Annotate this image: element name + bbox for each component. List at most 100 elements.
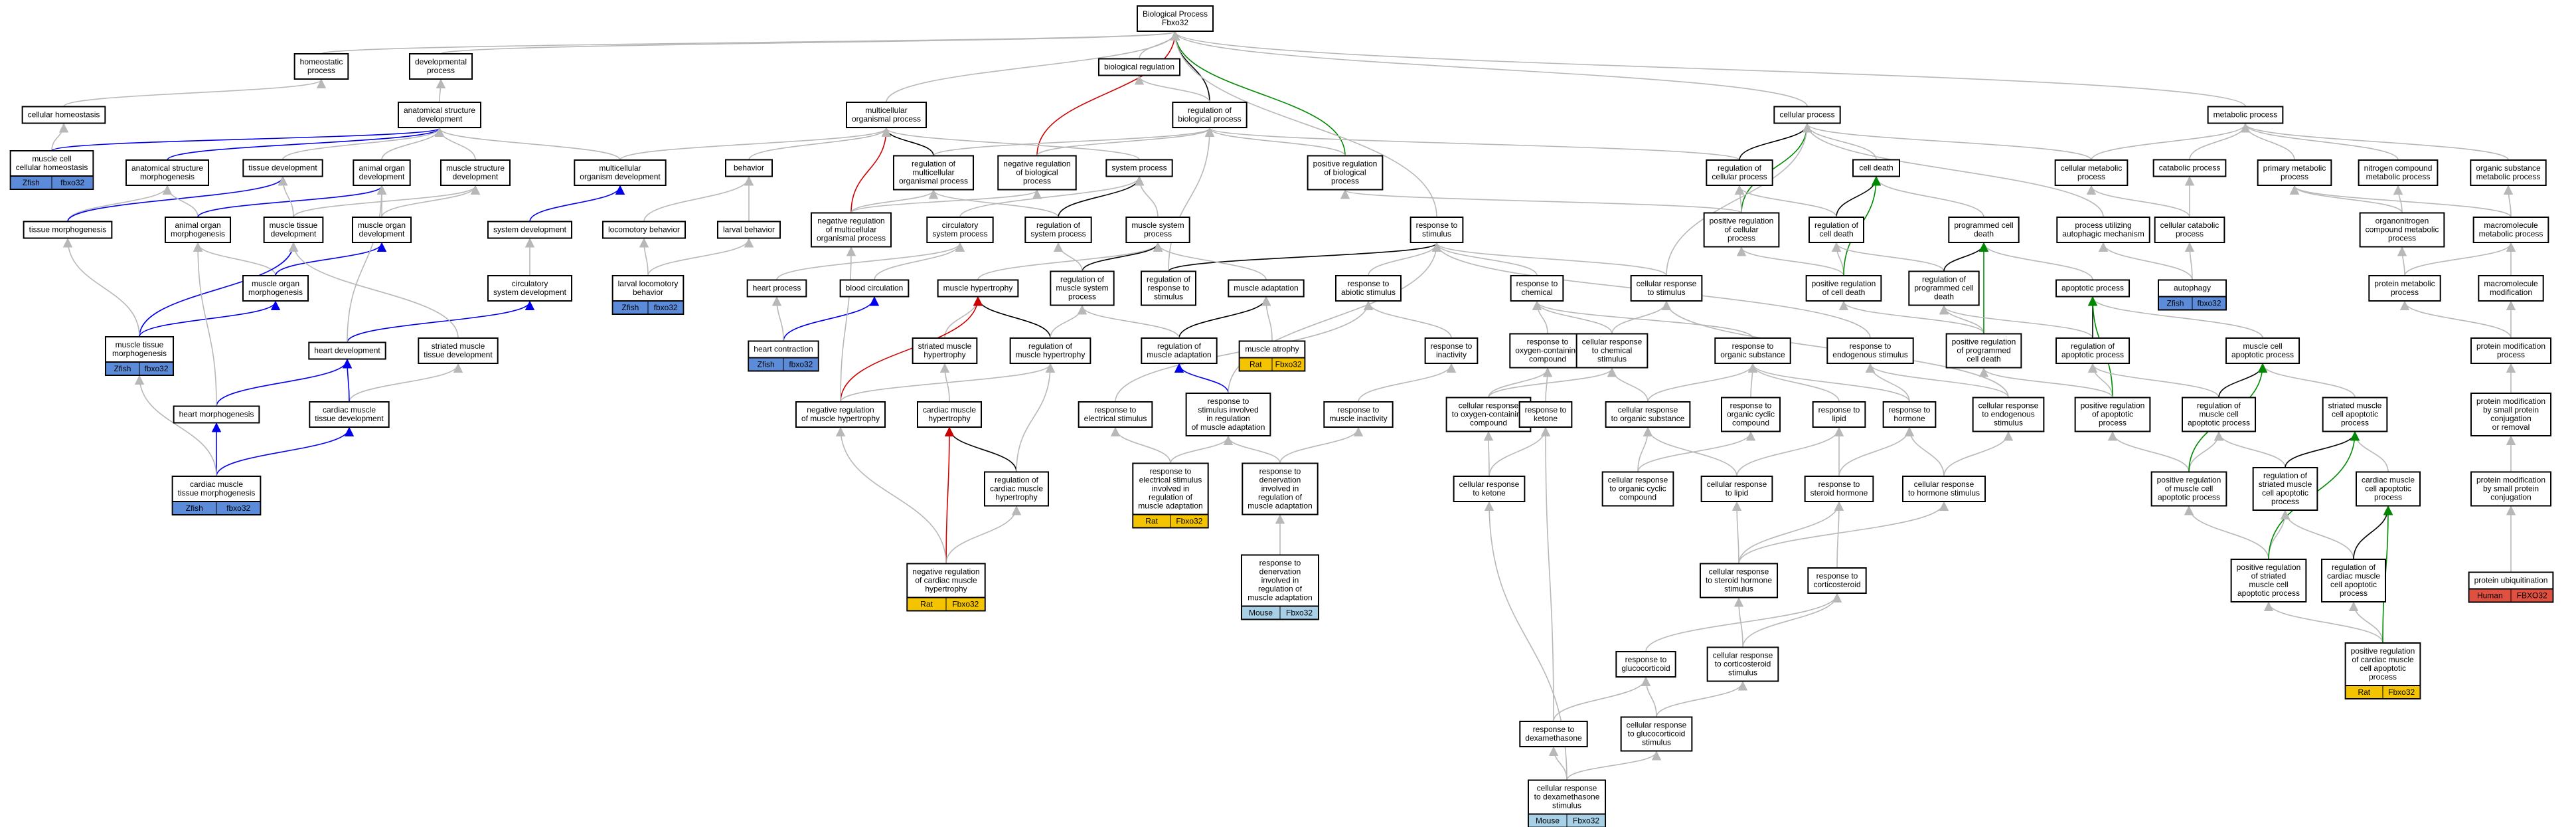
node-box	[1140, 270, 1197, 306]
node-label-line: to corticosteroid	[1715, 660, 1771, 669]
node-label-line: cell death	[1819, 229, 1853, 238]
node-label-line: catabolic process	[2159, 163, 2221, 173]
node-label-line: cellular metabolic	[2061, 163, 2123, 173]
node-label-line: process	[2391, 288, 2419, 297]
node-box	[1509, 333, 1586, 369]
node-label-line: cardiac muscle	[923, 405, 976, 414]
gene-symbol: fbxo32	[226, 504, 250, 513]
node-label-line: process	[307, 66, 335, 75]
node-box	[2055, 279, 2131, 298]
node-label-line: multicellular	[912, 168, 954, 177]
edge-is-a	[1532, 300, 1613, 334]
edge-is-a	[1016, 363, 1056, 472]
edge-is-a	[776, 242, 965, 280]
node-label-line: response to	[1095, 405, 1137, 414]
edge-is-a	[1734, 185, 1745, 213]
node-box	[2154, 217, 2225, 243]
edge-is-a	[1566, 751, 1662, 781]
node-label-line: tissue morphogenesis	[29, 225, 107, 234]
node-label-line: positive regulation	[2157, 476, 2221, 485]
node-label-line: multicellular	[599, 163, 641, 173]
node-box	[1808, 217, 1865, 243]
node-label-line: process	[1023, 177, 1051, 186]
node-label-line: regulation of	[1149, 493, 1193, 502]
node-label-line: response to	[1889, 405, 1931, 414]
edge-part-of	[529, 185, 625, 222]
node-label-line: tissue development	[315, 414, 384, 423]
node-label-line: muscle organ	[358, 221, 406, 230]
node-label-line: involved in	[1261, 576, 1299, 585]
node-label-line: organismal process	[852, 114, 921, 124]
node-label-line: response to	[1516, 279, 1558, 288]
node-box	[1445, 397, 1532, 432]
node-label-line: denervation	[1259, 567, 1301, 577]
node-label-line: stimulus	[1422, 229, 1451, 238]
edge-is-a	[1939, 305, 1984, 334]
node-label-line: response to	[1150, 467, 1192, 476]
edge-is-a	[771, 296, 784, 341]
node-label-line: apoptotic process	[2158, 493, 2220, 502]
go-term-node: heart development	[308, 341, 386, 360]
node-box	[2225, 337, 2300, 364]
node-box	[2470, 471, 2552, 507]
node-box	[164, 217, 232, 243]
edge-part-of	[167, 127, 444, 161]
edge-is-a	[193, 242, 217, 407]
node-box	[602, 221, 686, 239]
edge-is-a	[1865, 363, 2009, 398]
node-label-line: regulation of	[912, 159, 956, 169]
edge-regulates	[2353, 505, 2393, 560]
node-label-line: of cellular	[1724, 225, 1758, 234]
edge-is-a	[1803, 123, 2092, 161]
node-box	[1805, 275, 1882, 302]
gene-symbol: Fbxo32	[1275, 360, 1302, 369]
edge-is-a	[1077, 305, 1180, 339]
edge-is-a	[2399, 300, 2512, 339]
node-label-line: tissue development	[248, 163, 317, 173]
edge-is-a	[440, 31, 1180, 54]
node-label-line: cell death	[1859, 163, 1893, 173]
edge-is-a	[2240, 123, 2295, 161]
node-label-line: striated muscle	[432, 341, 485, 351]
node-box	[1908, 270, 1980, 306]
edge-is-a	[1532, 300, 1753, 339]
species-name: Zfish	[2166, 299, 2184, 308]
edge-is-a	[850, 189, 1042, 214]
edge-regulates	[973, 296, 1051, 339]
edge-is-a	[1279, 426, 1364, 464]
edge-is-a	[1261, 296, 1273, 341]
edge-is-a	[2503, 185, 2514, 218]
node-label-line: compound metabolic	[2366, 225, 2439, 234]
node-label-line: Fbxo32	[1162, 18, 1188, 27]
node-label-line: process	[2176, 229, 2204, 238]
edge-regulates	[1082, 242, 1163, 272]
node-label-line: Biological Process	[1143, 9, 1208, 19]
edge-is-a	[959, 176, 1145, 218]
node-box	[1078, 401, 1153, 428]
node-box	[2472, 217, 2549, 243]
edge-is-a	[840, 246, 856, 403]
node-box	[125, 159, 210, 186]
edge-is-a	[1548, 746, 1568, 781]
node-label-line: negative regulation	[1003, 159, 1070, 169]
edge-part-of	[51, 127, 444, 151]
